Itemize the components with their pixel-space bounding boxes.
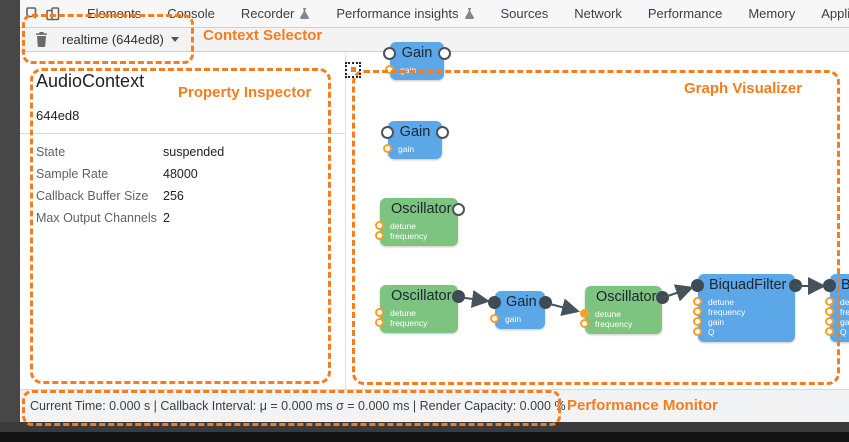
audiocontext-id: 644ed8 [36, 108, 80, 123]
tab-sources[interactable]: Sources [500, 6, 549, 21]
property-label: State [36, 145, 66, 159]
context-selector-dropdown[interactable]: realtime (644ed8) [62, 32, 164, 47]
graph-visualizer-annotation-label: Graph Visualizer [684, 80, 803, 97]
performance-monitor-annotation-label: Performance Monitor [567, 397, 718, 414]
inspect-element-button[interactable] [26, 4, 40, 24]
performance-status-bar: Current Time: 0.000 s | Callback Interva… [20, 389, 849, 422]
background-band [0, 422, 849, 432]
trash-icon[interactable] [35, 32, 48, 47]
property-label: Max Output Channels [36, 211, 157, 225]
tab-console[interactable]: Console [167, 6, 215, 21]
property-row: Callback Buffer Size 256 [36, 185, 224, 207]
annotation-handle-icon [345, 62, 361, 78]
property-row: Sample Rate 48000 [36, 163, 224, 185]
tab-performance-insights[interactable]: Performance insights [323, 0, 487, 27]
flask-icon [300, 8, 310, 19]
panel-divider[interactable] [345, 53, 346, 389]
device-toolbar-button[interactable] [46, 4, 60, 24]
tab-recorder[interactable]: Recorder [228, 0, 323, 27]
property-label: Callback Buffer Size [36, 189, 149, 203]
property-value: 48000 [163, 167, 198, 181]
inspector-divider [20, 133, 345, 134]
property-value: 256 [163, 189, 184, 203]
tab-elements[interactable]: Elements [87, 6, 142, 21]
context-selector-annotation-label: Context Selector [203, 27, 323, 44]
tab-application[interactable]: Application [821, 6, 849, 21]
property-row: State suspended [36, 141, 224, 163]
device-toolbar-icon [46, 6, 60, 20]
background-band-dark [0, 432, 849, 442]
tab-memory[interactable]: Memory [748, 6, 796, 21]
inspect-icon [26, 6, 39, 19]
flask-icon [464, 8, 474, 19]
property-label: Sample Rate [36, 167, 109, 181]
tab-network[interactable]: Network [574, 6, 622, 21]
property-value: suspended [163, 145, 225, 159]
webaudio-toolbar: realtime (644ed8) [20, 28, 849, 52]
tab-performance[interactable]: Performance [647, 6, 723, 21]
property-row: Max Output Channels 2 [36, 207, 224, 229]
property-inspector-annotation-label: Property Inspector [178, 84, 312, 101]
audiocontext-title: AudioContext [36, 71, 145, 91]
chevron-down-icon [170, 37, 179, 42]
annotation-handle-dot [351, 67, 356, 72]
property-value: 2 [163, 211, 170, 225]
